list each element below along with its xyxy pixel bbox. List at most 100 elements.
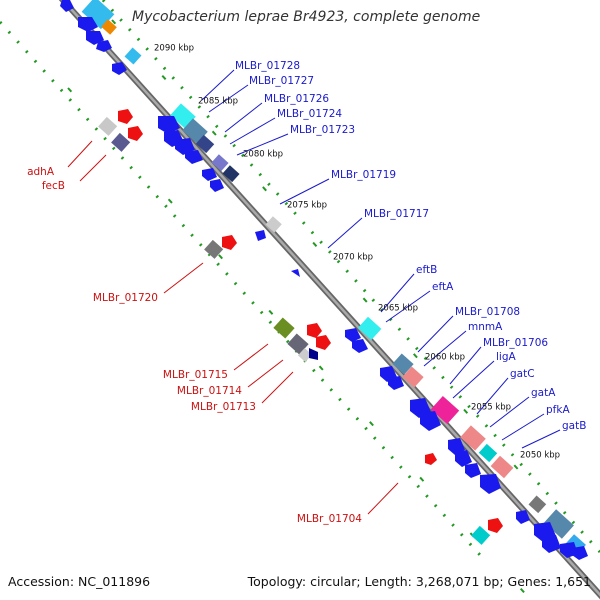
feature-box xyxy=(204,239,224,259)
outer-tick-line xyxy=(0,20,482,557)
feature-box xyxy=(528,495,547,514)
feature-box xyxy=(101,19,117,35)
kbp-tick-label: 2075 kbp xyxy=(287,201,327,211)
feature-arrow xyxy=(222,235,237,250)
forward-gene-label: MLBr_01724 xyxy=(277,108,342,120)
feature-box xyxy=(357,316,382,340)
forward-gene-label: eftA xyxy=(432,281,454,293)
feature-arrow xyxy=(352,339,368,353)
feature-arrow xyxy=(60,0,74,12)
feature-arrow xyxy=(86,31,104,45)
feature-arrow xyxy=(480,474,501,494)
forward-gene-label: MLBr_01727 xyxy=(249,75,314,87)
feature-arrow xyxy=(210,179,224,192)
reverse-gene-label: MLBr_01704 xyxy=(297,513,362,525)
feature-arrow xyxy=(448,438,465,455)
feature-arrow xyxy=(488,518,503,533)
forward-gene-label: eftB xyxy=(416,264,437,276)
feature-arrow xyxy=(291,269,300,277)
reverse-leader-lines xyxy=(67,140,399,515)
forward-gene-label: MLBr_01717 xyxy=(364,208,429,220)
feature-arrow xyxy=(202,168,217,181)
feature-box xyxy=(81,0,115,30)
forward-strand-features xyxy=(60,0,588,560)
forward-gene-label: MLBr_01723 xyxy=(290,124,355,136)
forward-gene-label: gatC xyxy=(510,368,535,380)
kbp-tick-label: 2090 kbp xyxy=(154,44,194,54)
feature-arrow xyxy=(345,328,361,342)
feature-arrow xyxy=(112,62,127,75)
reverse-gene-label: MLBr_01713 xyxy=(191,401,256,413)
feature-arrow xyxy=(425,453,437,465)
reverse-gene-label: fecB xyxy=(42,180,65,192)
feature-arrow xyxy=(572,546,588,560)
feature-arrow xyxy=(307,323,322,338)
feature-arrow xyxy=(158,116,180,134)
inner-tick-line xyxy=(101,0,600,554)
feature-arrow xyxy=(388,376,404,390)
feature-box xyxy=(478,443,498,463)
reverse-gene-label: adhA xyxy=(27,166,55,178)
feature-arrow xyxy=(118,109,133,124)
feature-arrow xyxy=(516,510,530,524)
forward-gene-label: MLBr_01706 xyxy=(483,337,548,349)
feature-box xyxy=(402,366,424,388)
feature-box xyxy=(265,216,282,233)
feature-arrow xyxy=(255,230,266,241)
forward-gene-label: gatB xyxy=(562,420,586,432)
feature-box xyxy=(222,165,240,183)
reverse-gene-label: MLBr_01714 xyxy=(177,385,242,397)
reverse-gene-label: MLBr_01720 xyxy=(93,292,158,304)
feature-arrow xyxy=(96,40,112,52)
genome-backbone xyxy=(58,0,600,600)
feature-box xyxy=(471,525,491,545)
map-title: Mycobacterium leprae Br4923, complete ge… xyxy=(132,9,481,25)
feature-box xyxy=(460,425,486,451)
feature-box xyxy=(273,317,295,339)
feature-arrow xyxy=(128,126,143,141)
kbp-tick-label: 2070 kbp xyxy=(333,253,373,263)
feature-box xyxy=(430,395,460,425)
topology-label: Topology: circular; Length: 3,268,071 bp… xyxy=(247,574,591,589)
reverse-gene-label: MLBr_01715 xyxy=(163,369,228,381)
backbone-inner xyxy=(61,0,600,597)
feature-box xyxy=(544,509,574,539)
minor-ticks-forward xyxy=(111,19,600,561)
forward-gene-label: pfkA xyxy=(546,404,570,416)
feature-box xyxy=(98,116,118,136)
feature-arrow xyxy=(316,335,331,350)
feature-arrow xyxy=(78,17,98,32)
forward-gene-label: ligA xyxy=(496,351,516,363)
forward-gene-label: gatA xyxy=(531,387,556,399)
feature-arrow xyxy=(420,411,441,431)
forward-gene-label: MLBr_01728 xyxy=(235,60,300,72)
forward-gene-label: MLBr_01719 xyxy=(331,169,396,181)
forward-leader-lines xyxy=(201,69,561,449)
reverse-gene-labels: adhA fecB MLBr_01720MLBr_01715MLBr_01714ML… xyxy=(27,166,362,525)
forward-gene-label: MLBr_01708 xyxy=(455,306,520,318)
feature-box xyxy=(490,455,514,479)
reverse-strand-features xyxy=(98,109,503,545)
feature-box xyxy=(124,47,142,65)
feature-box xyxy=(287,333,309,355)
feature-box xyxy=(195,134,215,154)
kbp-tick-label: 2085 kbp xyxy=(198,97,238,107)
feature-arrow xyxy=(185,150,203,164)
feature-arrow xyxy=(309,348,318,360)
kbp-tick-label: 2065 kbp xyxy=(378,304,418,314)
forward-gene-label: mnmA xyxy=(468,321,503,333)
forward-gene-label: MLBr_01726 xyxy=(264,93,329,105)
feature-box xyxy=(211,154,229,172)
feature-arrow xyxy=(542,535,561,553)
feature-box xyxy=(392,353,414,375)
forward-gene-labels: MLBr_01728MLBr_01727MLBr_01726MLBr_01724… xyxy=(235,60,586,432)
feature-arrow xyxy=(175,138,195,155)
kbp-tick-label: 2055 kbp xyxy=(471,403,511,413)
kbp-tick-label: 2060 kbp xyxy=(425,353,465,363)
feature-arrow xyxy=(465,463,481,478)
kbp-tick-label: 2050 kbp xyxy=(520,451,560,461)
accession-label: Accession: NC_011896 xyxy=(8,574,151,589)
